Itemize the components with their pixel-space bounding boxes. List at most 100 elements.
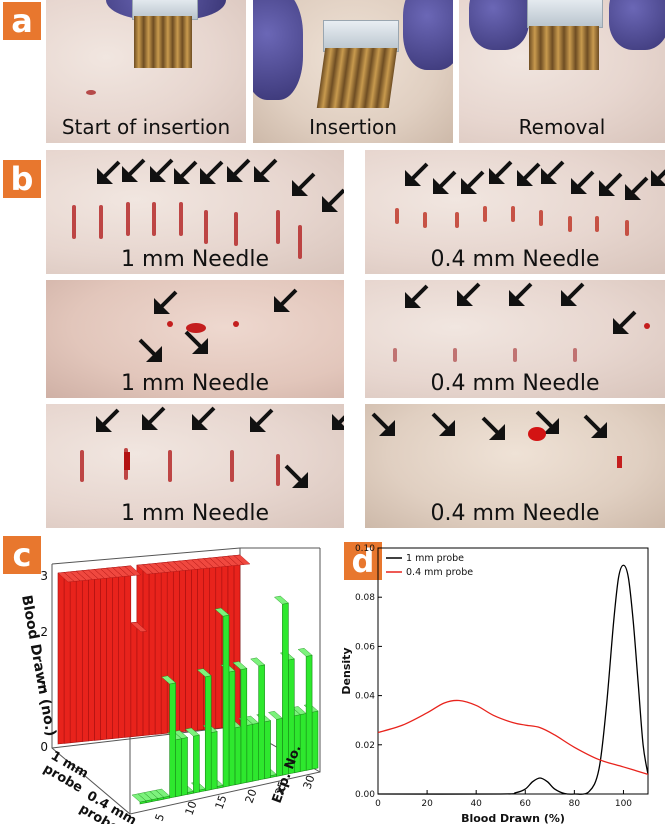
probe-holder — [323, 20, 399, 52]
bar-04mm — [311, 710, 319, 770]
puncture-mark — [483, 206, 487, 222]
y-tick-label: 0.02 — [355, 741, 375, 751]
arrow-icon — [142, 406, 166, 430]
probe-labels: 1 mmprobe 0.4 mmprobe — [41, 748, 139, 824]
z-tick-0: 0 — [40, 740, 48, 754]
caption-start-of-insertion: Start of insertion — [61, 115, 231, 139]
bar-04mm-side — [161, 675, 177, 685]
y-tick-label: 0.08 — [355, 593, 375, 603]
blood-spot — [86, 90, 96, 95]
caption-04mm-row1: 0.4 mm Needle — [430, 247, 600, 272]
arrow-icon — [405, 162, 429, 186]
panel-c-label: c — [3, 536, 41, 574]
bar-04mm-side — [214, 607, 230, 617]
bar-1mm — [142, 563, 150, 736]
photo-1mm-row2: 1 mm Needle — [46, 280, 344, 398]
bar-1mm-top — [136, 564, 154, 575]
arrow-icon — [292, 172, 316, 196]
z-ticks: 0 1 2 3 — [40, 569, 48, 754]
bar-1mm — [197, 558, 204, 731]
x-tick-30: 30 — [301, 773, 318, 791]
arrow-icon — [405, 284, 429, 308]
arrow-icon — [599, 172, 623, 196]
blood-spot — [528, 427, 546, 441]
bar-04mm-side — [184, 727, 200, 737]
panel-a-label: a — [3, 2, 41, 40]
plot-frame — [377, 547, 649, 795]
arrow-icon — [254, 158, 278, 182]
bar-1mm — [124, 565, 132, 738]
x-tick-5: 5 — [153, 812, 168, 823]
arrows-and-marks — [395, 160, 665, 236]
z-tick-1: 1 — [40, 681, 48, 695]
photo-start-of-insertion: Start of insertion — [46, 0, 246, 143]
x-tick-10: 10 — [183, 799, 200, 817]
photo-1mm-row1: 1 mm Needle — [46, 150, 344, 274]
bar-1mm — [69, 570, 77, 744]
arrow-icon — [613, 310, 637, 334]
puncture-mark — [617, 456, 622, 468]
z-axis-label: Blood Drawn (no.) — [18, 594, 59, 738]
photo-04mm-row2: 0.4 mm Needle — [365, 280, 665, 398]
caption-insertion: Insertion — [309, 115, 397, 139]
bar-1mm — [160, 561, 168, 735]
x-tick-label: 40 — [470, 799, 482, 809]
caption-04mm-row3: 0.4 mm Needle — [430, 501, 600, 526]
arrow-icon — [571, 170, 595, 194]
chart-3d-blood-drawn: 0 1 2 3 Blood Drawn (no.) 5 10 15 20 25 … — [18, 547, 321, 824]
bar-04mm — [228, 670, 236, 787]
puncture-mark — [204, 210, 208, 244]
panel-b-label: b — [3, 160, 41, 198]
bar-04mm — [169, 682, 176, 799]
arrow-icon — [509, 282, 533, 306]
bar-1mm — [118, 566, 126, 739]
bar-04mm — [175, 738, 182, 798]
x-tick-25: 25 — [273, 779, 290, 797]
legend-label: 1 mm probe — [406, 553, 464, 564]
blood-spot — [167, 321, 173, 327]
arrows-and-marks — [371, 410, 622, 468]
bar-1mm-top — [57, 572, 75, 583]
arrow-icon — [332, 414, 344, 430]
arrows-and-marks — [72, 158, 344, 259]
puncture-mark — [595, 216, 599, 232]
bar-1mm — [63, 571, 71, 744]
legend-label: 0.4 mm probe — [406, 567, 473, 578]
arrow-icon — [250, 408, 274, 432]
z-tick-2: 2 — [40, 625, 48, 639]
arrow-icon — [184, 330, 208, 354]
arrow-icon — [489, 160, 513, 184]
bar-04mm-side — [131, 793, 147, 803]
bar-1mm — [179, 560, 186, 733]
bar-1mm — [148, 563, 156, 736]
puncture-mark — [276, 210, 280, 244]
glove — [253, 0, 303, 100]
y-axis-label: Density — [340, 647, 353, 694]
arrow-icon — [192, 406, 216, 430]
y-tick-label: 0.00 — [355, 790, 375, 800]
bar-04mm — [234, 726, 242, 786]
y-tick-label: 0.06 — [355, 642, 375, 652]
puncture-mark — [455, 212, 459, 228]
arrow-icon — [96, 408, 120, 432]
arrow-icon — [461, 170, 485, 194]
arrow-icon — [561, 282, 585, 306]
bar-04mm-side — [232, 661, 248, 670]
puncture-mark — [453, 348, 457, 362]
series-line-04mm — [377, 699, 649, 775]
arrow-icon — [583, 414, 607, 438]
puncture-mark — [393, 348, 397, 362]
x-tick-label: 80 — [569, 799, 581, 809]
arrow-icon — [651, 169, 665, 186]
bar-1mm — [75, 570, 83, 743]
arrows-and-marks — [80, 406, 344, 488]
arrow-icon — [431, 412, 455, 436]
puncture-mark — [80, 450, 84, 482]
probe-label-1mm: 1 mmprobe — [41, 748, 93, 795]
probe-holder — [527, 0, 603, 28]
puncture-mark — [230, 450, 234, 482]
blood-spot — [644, 323, 650, 329]
bar-04mm — [305, 654, 313, 771]
z-tick-3: 3 — [40, 569, 48, 583]
